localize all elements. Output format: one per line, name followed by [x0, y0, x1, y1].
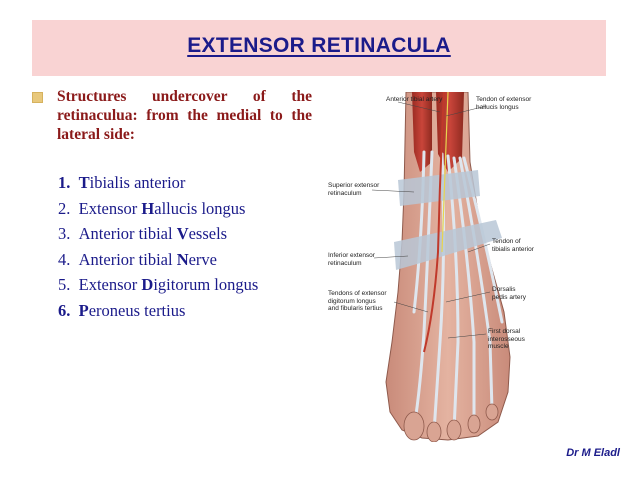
item-rest: ibialis anterior — [89, 173, 186, 192]
item-initial: P — [78, 300, 89, 320]
item-rest: allucis longus — [154, 198, 246, 218]
item-number: 5. — [58, 275, 71, 294]
title-band: EXTENSOR RETINACULA — [32, 20, 606, 76]
structure-item: 3. Anterior tibial Vessels — [58, 221, 258, 247]
label-first-dorsal-interosseous: First dorsal interosseous muscle — [488, 328, 525, 350]
item-prefix: Anterior tibial — [78, 224, 177, 243]
tibialis-anterior-muscle — [412, 92, 432, 172]
intro-bullet: Structures undercover of the retinaculua… — [32, 87, 312, 144]
item-initial: D — [141, 275, 154, 294]
item-number: 4. — [58, 249, 71, 269]
label-tendon-ehl: Tendon of extensor hallucis longus — [476, 96, 532, 111]
toes — [403, 403, 499, 443]
foot-anatomy-figure: Anterior tibial artery Tendon of extenso… — [328, 91, 540, 443]
label-dorsalis-pedis: Dorsalis pedis artery — [492, 286, 526, 301]
label-anterior-tibial-artery: Anterior tibial artery — [386, 96, 443, 103]
label-tendons-edl: Tendons of extensor digitorum longus and… — [328, 290, 387, 312]
item-number: 2. — [58, 198, 71, 218]
item-prefix: Anterior tibial — [78, 249, 177, 269]
anterior-tibial-artery-line — [423, 91, 445, 353]
leader-lines — [371, 101, 491, 339]
structure-item: 1. Tibialis anterior — [58, 170, 258, 196]
structure-item: 4. Anterior tibial Nerve — [58, 247, 258, 273]
item-prefix: Extensor — [78, 275, 142, 294]
nerve-line — [441, 91, 449, 253]
label-tendon-ta: Tendon of tibialis anterior — [492, 238, 534, 253]
item-initial: N — [176, 249, 189, 269]
item-rest: eroneus tertius — [88, 300, 186, 320]
structure-item: 6. Peroneus tertius — [58, 298, 258, 324]
item-number: 3. — [58, 224, 71, 243]
item-rest: erve — [188, 249, 218, 269]
label-inferior-retinaculum: Inferior extensor retinaculum — [328, 252, 375, 267]
author-credit: Dr M Eladl — [566, 447, 620, 459]
slide-title: EXTENSOR RETINACULA — [187, 34, 451, 57]
item-initial: V — [176, 224, 189, 243]
item-initial: H — [141, 198, 155, 218]
inferior-retinaculum-band — [394, 220, 502, 270]
item-number: 1. — [58, 173, 71, 192]
item-rest: essels — [188, 224, 228, 243]
foot-illustration — [371, 91, 511, 443]
item-rest: igitorum longus — [153, 275, 259, 294]
item-initial: T — [78, 173, 90, 192]
item-prefix: Extensor — [78, 198, 142, 218]
bullet-marker-icon — [32, 92, 43, 103]
structure-item: 5. Extensor Digitorum longus — [58, 272, 258, 298]
label-superior-retinaculum: Superior extensor retinaculum — [328, 182, 380, 197]
item-number: 6. — [58, 300, 71, 320]
intro-text: Structures undercover of the retinaculua… — [57, 88, 312, 143]
structures-list: 1. Tibialis anterior 2. Extensor Halluci… — [58, 170, 258, 323]
structure-item: 2. Extensor Hallucis longus — [58, 196, 258, 222]
